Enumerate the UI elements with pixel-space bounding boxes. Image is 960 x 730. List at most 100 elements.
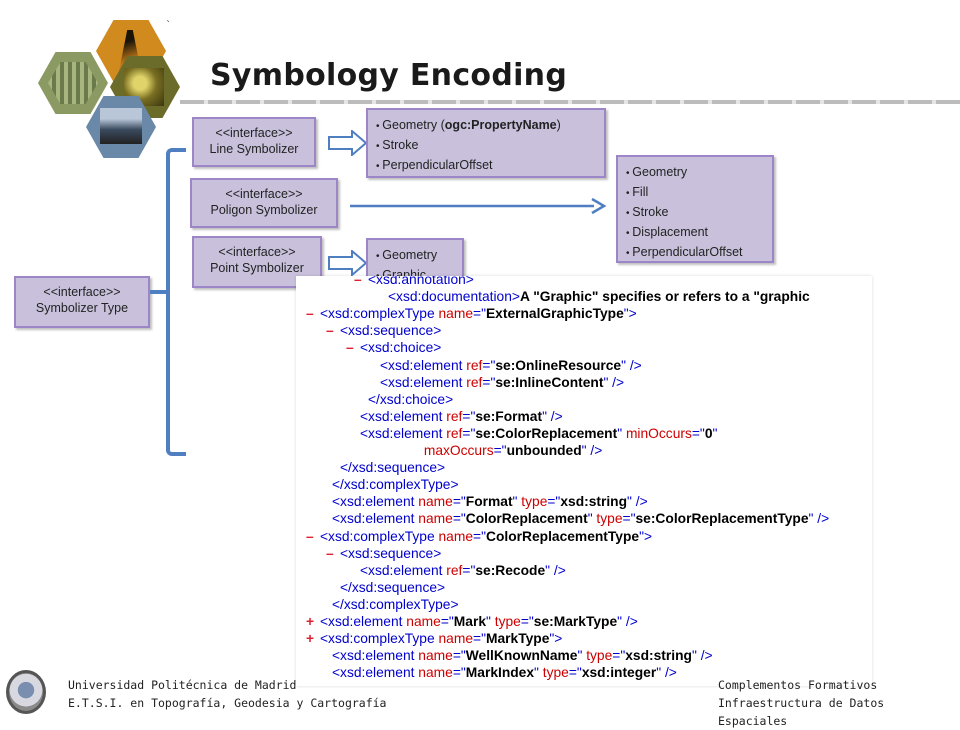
xml-line: <xsd:element ref="se:Format" /> [360,408,563,424]
slide-title: Symbology Encoding [210,58,568,93]
xml-tag: <xsd:complexType [320,528,435,544]
collapse-icon[interactable]: – [326,545,334,561]
xml-tag: <xsd:element [332,665,415,681]
xml-tag: </xsd:sequence> [340,460,446,476]
xml-attr-value: se:InlineContent [495,374,604,390]
polygon-arrow [350,197,607,215]
symbolizer-type-label: Symbolizer Type [35,301,129,315]
xml-tag: </xsd:complexType> [332,477,459,493]
xml-tag: <xsd:element [332,511,415,527]
xml-attr-value: se:OnlineResource [495,357,622,373]
xml-schema-panel: –<xsd:annotation><xsd:documentation>A "G… [296,276,872,686]
xml-tag: <xsd:annotation> [368,276,474,287]
footer-right: Complementos Formativos Infraestructura … [718,676,960,730]
line-property-stroke: Stroke [376,136,598,156]
xml-attr-name: name [434,306,474,322]
grouping-bracket [166,148,186,456]
xml-attr-value: se:ColorReplacementType [635,511,809,527]
xml-line: <xsd:element name="Format" type="xsd:str… [332,494,648,510]
xml-attr-name: type [592,511,623,527]
xml-line: +<xsd:element name="Mark" type="se:MarkT… [306,614,638,629]
xml-attr-name: name [414,494,453,510]
collapse-icon[interactable]: – [326,323,334,339]
xml-attr-value: se:MarkType [533,614,618,629]
xml-attr-name: name [414,511,453,527]
xml-line: –<xsd:annotation> [354,276,474,287]
xml-attr-name: type [582,648,613,664]
xml-tag: <xsd:element [380,374,463,390]
polygon-property-fill: Fill [626,183,766,203]
xml-line: </xsd:sequence> [326,580,445,595]
polygon-properties-box: Geometry Fill Stroke Displacement Perpen… [616,155,774,263]
xml-tag: <xsd:sequence> [340,323,442,339]
footer-course: Complementos Formativos [718,678,878,692]
xml-attr-value: MarkType [485,631,550,647]
xml-attr-value: se:Format [475,408,543,424]
point-arrow [328,250,368,276]
xml-line: </xsd:choice> [354,392,453,407]
xml-line: –<xsd:choice> [346,340,441,355]
polygon-property-displacement: Displacement [626,223,766,243]
xml-attr-name: maxOccurs [420,443,494,458]
xml-tag: <xsd:element [332,494,415,510]
line-property-offset: PerpendicularOffset [376,156,598,176]
polygon-symbolizer-box[interactable]: <<interface>> Poligon Symbolizer [190,178,338,228]
xml-tag: <xsd:element [360,408,443,424]
point-symbolizer-box[interactable]: <<interface>> Point Symbolizer [192,236,322,288]
xml-attr-value: 0 [704,425,713,441]
xml-attr-value: ColorReplacementType [485,528,640,544]
xml-line: –<xsd:sequence> [326,546,441,561]
xml-line: maxOccurs="unbounded" /> [420,443,603,458]
point-symbolizer-label: Point Symbolizer [210,261,304,275]
xml-attr-value: xsd:integer [581,665,657,681]
xml-attr-name: name [414,665,453,681]
xml-attr-name: ref [442,425,463,441]
xml-attr-name: ref [442,408,463,424]
xml-attr-name: name [402,614,441,629]
expand-icon[interactable]: + [306,614,315,629]
title-divider [180,100,960,104]
xml-attr-value: se:Recode [475,562,546,578]
xml-attr-value: MarkIndex [465,665,535,681]
xml-attr-name: ref [462,374,483,390]
xml-tag: </xsd:choice> [368,391,454,407]
university-seal-icon [6,670,46,714]
collapse-icon[interactable]: – [354,276,362,287]
symbolizer-type-box[interactable]: <<interface>> Symbolizer Type [14,276,150,328]
line-symbolizer-stereotype: <<interface>> [215,126,293,140]
collapse-icon[interactable]: – [306,306,314,322]
collapse-icon[interactable]: – [306,528,314,544]
line-property-geometry: Geometry (ogc:PropertyName) [376,116,598,136]
xml-attr-name: minOccurs [622,425,692,441]
xml-attr-value: Mark [453,614,486,629]
xml-attr-value: xsd:string [560,494,628,510]
symbolizer-type-stereotype: <<interface>> [43,285,121,299]
footer-subject: Infraestructura de Datos Espaciales [718,696,885,728]
xml-attr-name: type [490,614,521,629]
xml-tag: <xsd:element [360,425,443,441]
footer-left: Universidad Politécnica de Madrid E.T.S.… [68,676,387,712]
xml-attr-value: se:ColorReplacement [475,425,618,441]
xml-tag: <xsd:complexType [320,306,435,322]
xml-tag: <xsd:element [360,562,443,578]
line-symbolizer-box[interactable]: <<interface>> Line Symbolizer [192,117,316,167]
xml-tag: <xsd:element [380,357,463,373]
xml-attr-name: ref [462,357,483,373]
xml-line: –<xsd:complexType name="ExternalGraphicT… [306,306,637,322]
xml-tag: <xsd:element [332,648,415,664]
xml-line: <xsd:element name="WellKnownName" type="… [332,648,713,664]
xml-tag: </xsd:complexType> [332,596,459,612]
footer-school: E.T.S.I. en Topografía, Geodesia y Carto… [68,696,387,710]
point-symbolizer-stereotype: <<interface>> [218,245,296,259]
collapse-icon[interactable]: – [346,340,354,356]
xml-attr-name: name [414,648,453,664]
xml-line: <xsd:element ref="se:OnlineResource" /> [380,357,642,373]
polygon-property-stroke: Stroke [626,203,766,223]
expand-icon[interactable]: + [306,631,315,647]
xml-attr-name: name [434,528,474,544]
xml-line: </xsd:complexType> [318,597,459,612]
polygon-symbolizer-label: Poligon Symbolizer [210,203,318,217]
xml-line: –<xsd:complexType name="ColorReplacement… [306,528,653,544]
xml-tag: <xsd:element [320,614,403,629]
xml-tag: <xsd:choice> [360,340,442,356]
